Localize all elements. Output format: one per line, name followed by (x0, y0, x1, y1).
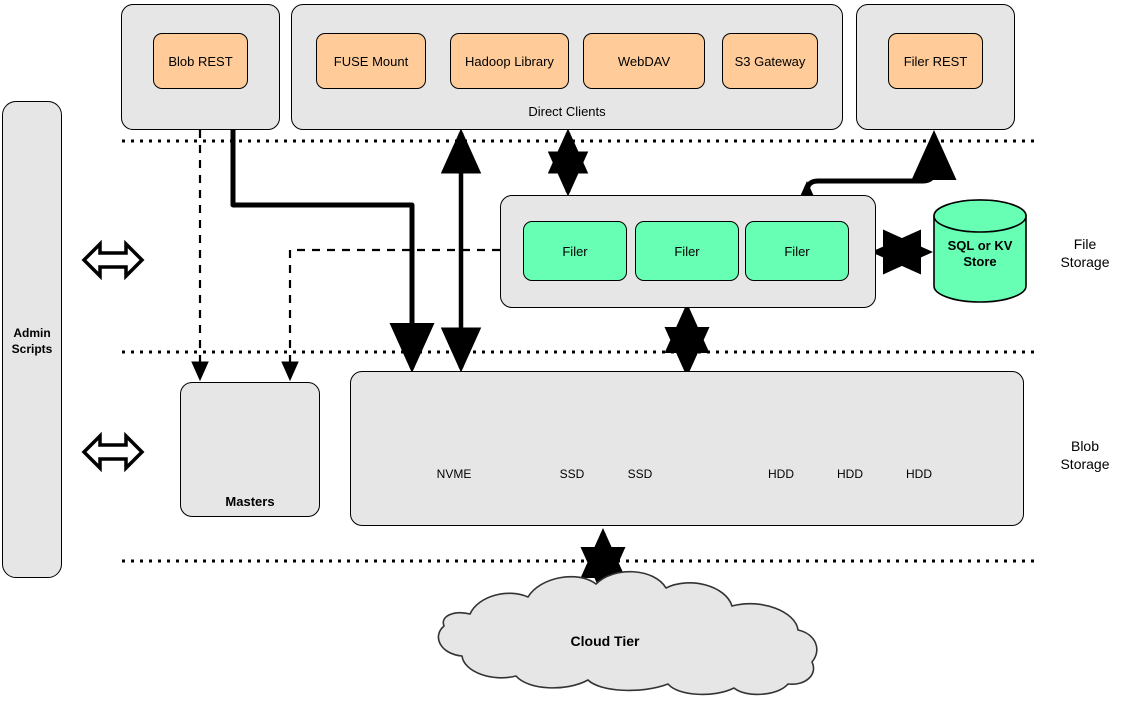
disk-label-hdd-1: HDD (768, 467, 794, 481)
volume-servers-group[interactable] (350, 371, 1024, 526)
client-hadoop-library-label: Hadoop Library (465, 53, 554, 69)
client-webdav[interactable]: WebDAV (583, 33, 705, 89)
filer-node-2[interactable]: Filer (635, 221, 739, 281)
client-webdav-label: WebDAV (617, 53, 671, 69)
filer-rest-group[interactable] (856, 4, 1015, 130)
client-filer-rest[interactable]: Filer REST (888, 33, 983, 89)
tier-label-file-storage-line2: Storage (1060, 254, 1110, 271)
filer-node-3-label: Filer (784, 243, 810, 259)
admin-scripts-panel[interactable]: Admin Scripts (2, 101, 62, 578)
client-s3-gateway[interactable]: S3 Gateway (722, 33, 818, 89)
admin-arrow-blob-storage (81, 431, 145, 473)
admin-scripts-label-line2: Scripts (11, 341, 53, 356)
admin-arrow-file-storage (81, 239, 145, 281)
masters-label: Masters (225, 494, 275, 509)
edge-filerrest-to-filers (784, 130, 957, 231)
sql-kv-store-label-line1: SQL or KV (947, 238, 1013, 253)
masters-group[interactable] (180, 382, 320, 517)
edge-filer-to-masters (281, 248, 500, 382)
client-filer-rest-label: Filer REST (903, 53, 968, 69)
disk-label-nvme: NVME (436, 467, 472, 481)
filer-node-2-label: Filer (674, 243, 700, 259)
tier-label-blob-storage: Blob Storage (1043, 437, 1121, 473)
tier-label-blob-storage-line2: Storage (1060, 456, 1110, 473)
sql-kv-store-label: SQL or KV Store (934, 238, 1026, 271)
disk-label-ssd-2: SSD (627, 467, 653, 481)
client-blob-rest[interactable]: Blob REST (153, 33, 248, 89)
edge-blobrest-to-volumes (230, 130, 435, 373)
filer-node-3[interactable]: Filer (745, 221, 849, 281)
admin-scripts-label: Admin Scripts (3, 326, 61, 357)
sql-kv-store-label-line2: Store (963, 254, 997, 270)
client-fuse-mount[interactable]: FUSE Mount (316, 33, 426, 89)
tier-label-file-storage-line1: File (1073, 236, 1097, 252)
direct-clients-caption: Direct Clients (528, 104, 606, 119)
admin-scripts-label-line1: Admin (13, 326, 51, 340)
client-blob-rest-label: Blob REST (168, 53, 233, 69)
client-fuse-mount-label: FUSE Mount (333, 53, 409, 69)
tier-label-blob-storage-line1: Blob (1070, 438, 1100, 454)
disk-label-ssd-1: SSD (559, 467, 585, 481)
tier-label-file-storage: File Storage (1043, 235, 1121, 271)
disk-label-hdd-3: HDD (906, 467, 932, 481)
cloud-tier-label: Cloud Tier (570, 633, 640, 649)
client-s3-gateway-label: S3 Gateway (734, 53, 806, 69)
filer-node-1-label: Filer (562, 243, 588, 259)
filer-node-1[interactable]: Filer (523, 221, 627, 281)
disk-label-hdd-2: HDD (837, 467, 863, 481)
client-hadoop-library[interactable]: Hadoop Library (450, 33, 569, 89)
